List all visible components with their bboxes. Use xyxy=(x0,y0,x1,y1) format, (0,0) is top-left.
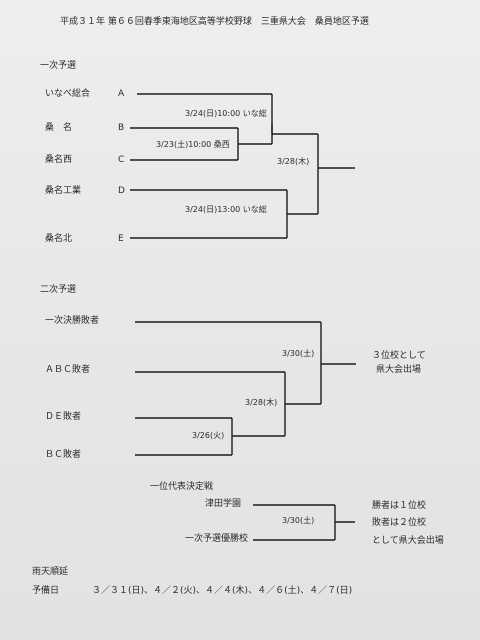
spare-days: ３／３１(日)、４／２(火)、４／４(木)、４／６(土)、４／７(日) xyxy=(92,586,353,596)
result-note: 勝者は１位校 xyxy=(372,501,427,511)
match-label: 3/24(日)13:00 いな総 xyxy=(185,205,267,214)
match-label: 3/28(木) xyxy=(245,398,278,407)
match-label: 3/28(木) xyxy=(277,157,310,166)
team-seed: B xyxy=(118,123,125,133)
spare-days-label: 予備日 xyxy=(32,586,60,596)
team-name: 桑名西 xyxy=(45,155,73,165)
rain-heading: 雨天順延 xyxy=(32,567,69,577)
match-label: 3/24(日)10:00 いな総 xyxy=(185,109,267,118)
result-note: ３位校として xyxy=(372,351,426,361)
team-seed: C xyxy=(118,155,125,165)
final-heading: 一位代表決定戦 xyxy=(150,482,214,492)
team-name: 桑名北 xyxy=(45,234,73,244)
team-name: 津田学園 xyxy=(205,499,242,509)
match-label: 3/26(火) xyxy=(192,431,225,440)
team-seed: A xyxy=(118,89,125,99)
final-bracket xyxy=(253,504,355,541)
team-name: いなべ総合 xyxy=(45,89,91,99)
result-note: として県大会出場 xyxy=(372,536,444,546)
entry-name: ＤＥ敗者 xyxy=(45,412,82,422)
entry-name: 一次決勝敗者 xyxy=(45,316,100,326)
match-label: 3/30(土) xyxy=(282,349,315,358)
team-name: 桑 名 xyxy=(45,123,73,133)
entry-name: ＢＣ敗者 xyxy=(45,450,82,460)
entry-name: ＡＢＣ敗者 xyxy=(45,365,91,375)
first-round-bracket xyxy=(130,93,355,239)
team-name: 一次予選優勝校 xyxy=(185,534,249,544)
team-seed: E xyxy=(118,234,124,244)
second-round-bracket xyxy=(135,321,356,456)
first-round-heading: 一次予選 xyxy=(40,61,77,71)
result-note: 県大会出場 xyxy=(376,365,422,375)
result-note: 敗者は２位校 xyxy=(372,518,427,528)
second-round-heading: 二次予選 xyxy=(40,285,77,295)
match-label: 3/30(土) xyxy=(282,516,315,525)
team-name: 桑名工業 xyxy=(45,186,82,196)
team-seed: D xyxy=(118,186,125,196)
match-label: 3/23(土)10:00 桑西 xyxy=(156,140,230,149)
page-title: 平成３１年 第６６回春季東海地区高等学校野球 三重県大会 桑員地区予選 xyxy=(60,17,369,27)
